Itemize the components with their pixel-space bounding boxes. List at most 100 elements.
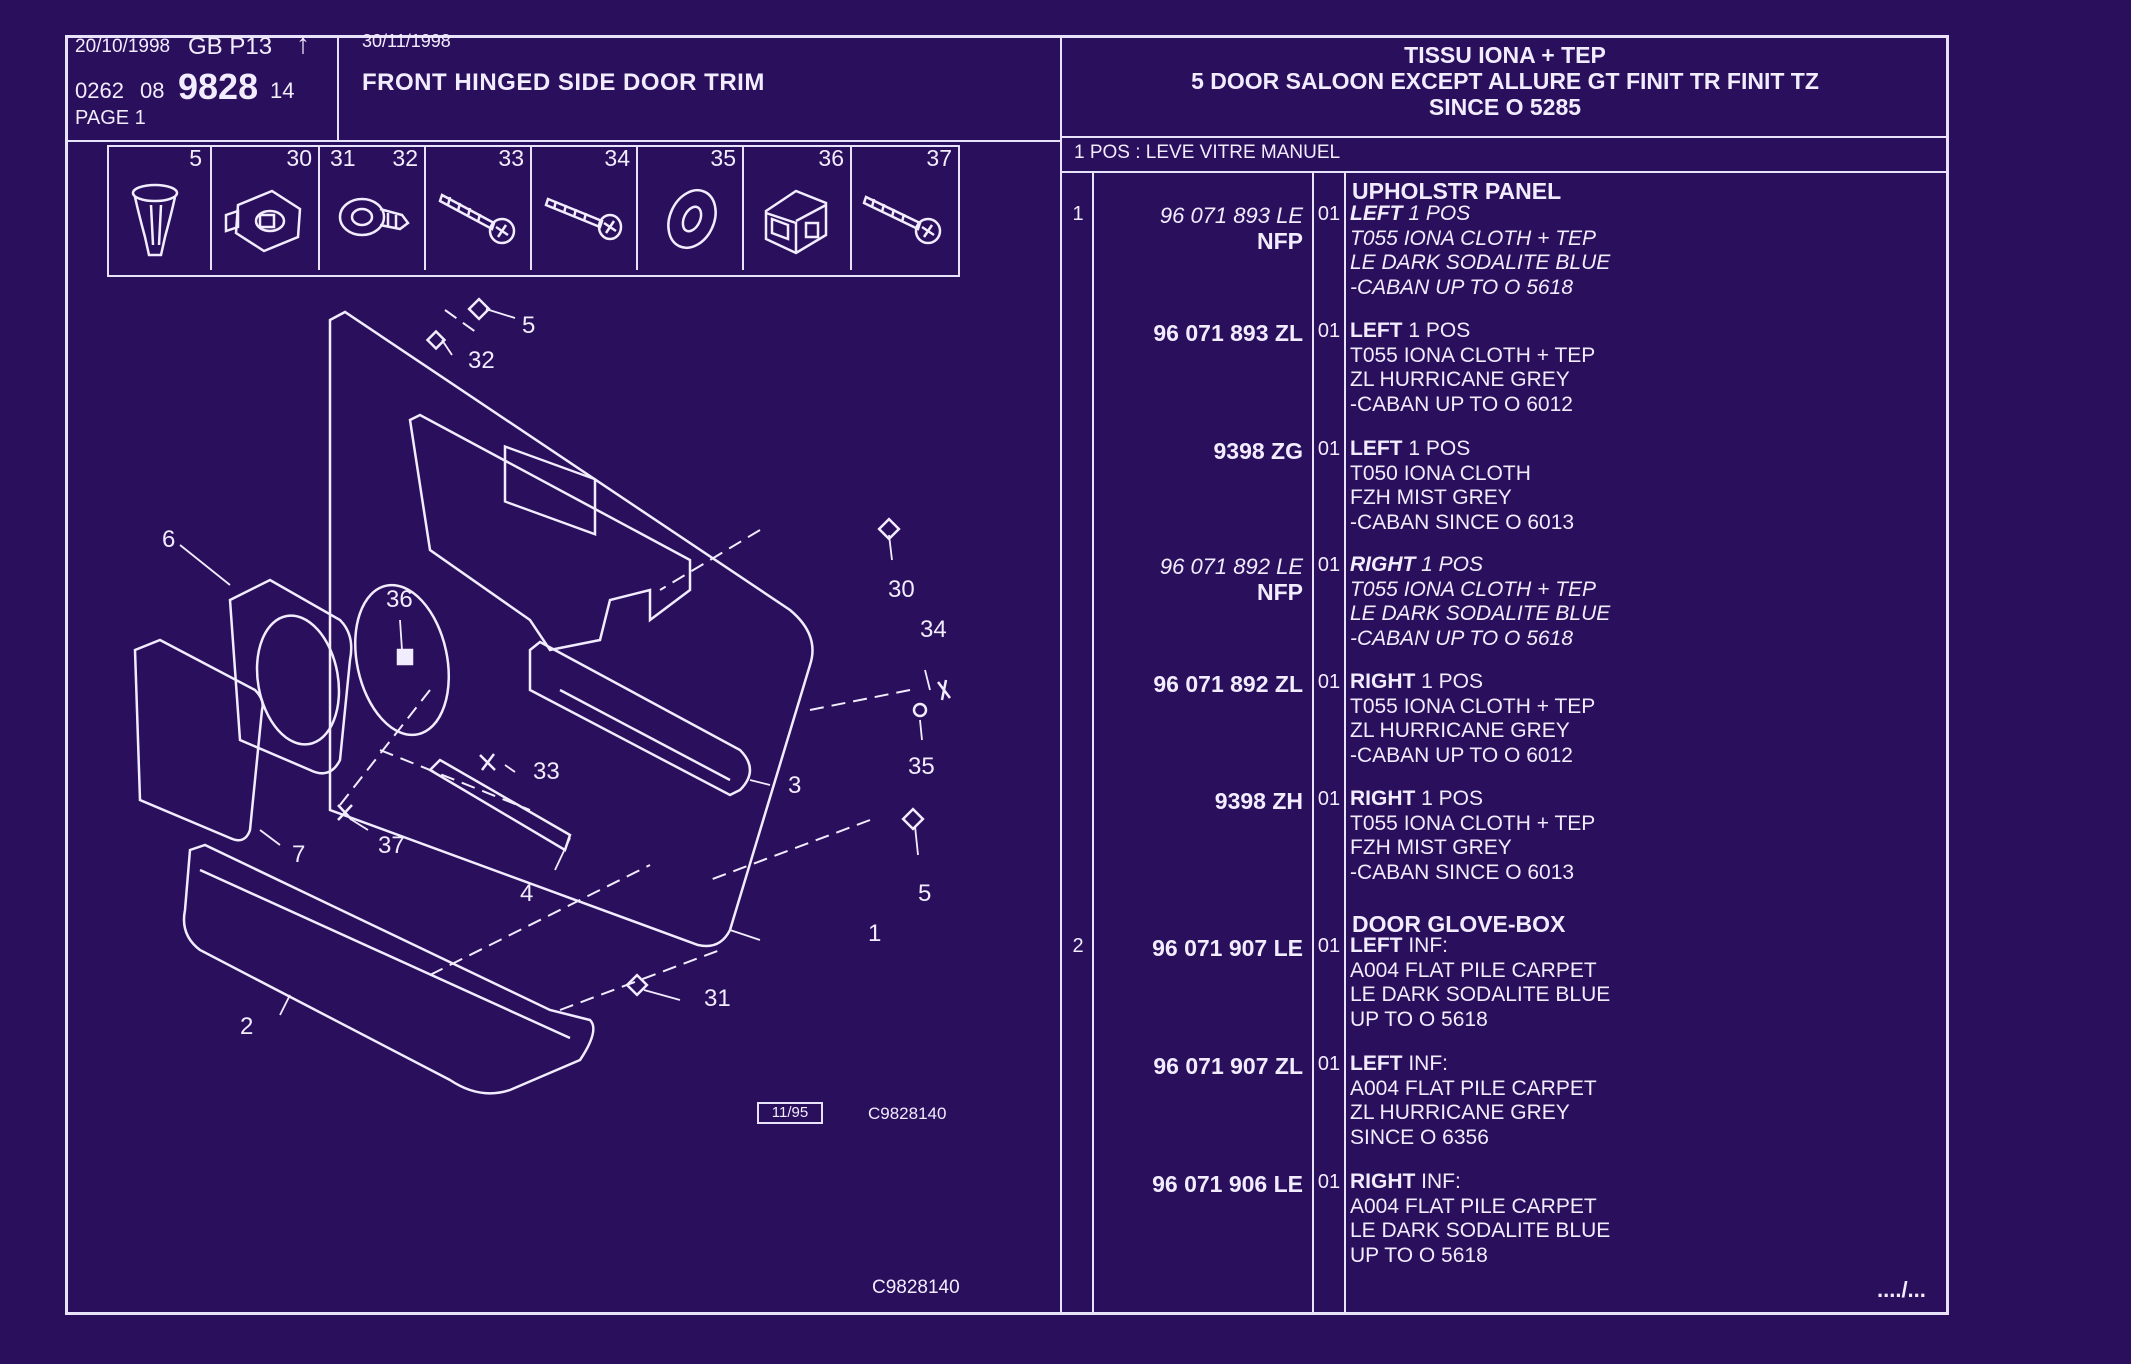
- part-quantity: 01: [1317, 1053, 1341, 1075]
- part-side-qualifier: INF:: [1415, 1170, 1461, 1193]
- header-language: GB P13: [188, 33, 273, 60]
- part-description-line: -CABAN UP TO O 6012: [1350, 392, 1573, 416]
- part-description-line: ZL HURRICANE GREY: [1350, 368, 1570, 391]
- position-note: 1 POS : LEVE VITRE MANUEL: [1074, 142, 1341, 163]
- part-reference: 9398 ZG: [1213, 438, 1304, 464]
- continued-marker: ..../...: [1877, 1277, 1926, 1302]
- icon-cell-number: 31: [330, 145, 356, 171]
- speaker-grille: [133, 638, 264, 842]
- part-quantity: 01: [1317, 554, 1341, 576]
- part-side-qualifier: 1 POS: [1415, 553, 1484, 576]
- part-nfp-flag: NFP: [1257, 579, 1303, 605]
- part-side-qualifier: INF:: [1402, 934, 1448, 957]
- part-description-line: UP TO O 5618: [1350, 1243, 1488, 1267]
- part-side: RIGHT: [1350, 787, 1416, 810]
- callout-1: 1: [868, 920, 882, 947]
- col-rule-1: [1092, 171, 1094, 1315]
- part-side-qualifier: 1 POS: [1402, 202, 1471, 225]
- part-side: LEFT: [1350, 934, 1403, 957]
- callout-37: 37: [378, 832, 405, 859]
- part-description-line: A004 FLAT PILE CARPET: [1350, 958, 1597, 982]
- handle-strip-outline: [427, 758, 572, 852]
- page-title: FRONT HINGED SIDE DOOR TRIM: [362, 69, 765, 96]
- part-reference: 96 071 893 ZL: [1153, 320, 1303, 346]
- callout-35: 35: [908, 753, 935, 780]
- callout-5-top: 5: [522, 312, 536, 339]
- callout-6: 6: [162, 526, 176, 553]
- part-description-line: FZH MIST GREY: [1350, 486, 1512, 509]
- door-glove-box: [182, 843, 595, 1095]
- header-code-b: 08: [140, 78, 165, 103]
- part-side-qualifier: 1 POS: [1402, 437, 1471, 460]
- part-description-line: -CABAN UP TO O 5618: [1350, 275, 1573, 299]
- part-side-line: RIGHT INF:: [1350, 1170, 1610, 1195]
- part-side-line: LEFT INF:: [1350, 1052, 1597, 1077]
- part-description-line: T055 IONA CLOTH + TEP: [1350, 226, 1597, 250]
- icon-cell-30[interactable]: 30: [212, 145, 320, 270]
- part-side: RIGHT: [1350, 1170, 1416, 1193]
- part-reference: 96 071 892 LE: [1159, 554, 1303, 579]
- part-side-qualifier: 1 POS: [1415, 670, 1484, 693]
- header-code-main: 9828: [178, 66, 259, 107]
- screw-icon: [438, 193, 516, 245]
- icon-cell-34[interactable]: 34: [532, 145, 638, 270]
- part-description-line: T055 IONA CLOTH + TEP: [1350, 694, 1596, 718]
- part-description-line: T050 IONA CLOTH: [1350, 461, 1531, 485]
- callout-33: 33: [533, 758, 560, 785]
- part-side-qualifier: 1 POS: [1402, 319, 1471, 342]
- part-quantity: 01: [1317, 203, 1341, 225]
- part-side: LEFT: [1350, 319, 1403, 342]
- header-date-secondary: 30/11/1998: [362, 31, 451, 51]
- part-reference: 96 071 892 ZL: [1153, 671, 1303, 697]
- right-title-line-1: TISSU IONA + TEP: [1404, 42, 1606, 68]
- icon-cell-number: 35: [710, 145, 736, 171]
- col-rule-3: [1344, 171, 1346, 1315]
- up-arrow-icon: ↑: [296, 28, 310, 59]
- part-description-line: A004 FLAT PILE CARPET: [1350, 1194, 1597, 1218]
- divider-header-left: [337, 35, 339, 140]
- icon-strip-frame: [107, 145, 960, 277]
- revision-stamp: 11/95: [757, 1102, 823, 1124]
- icon-cell-number: 30: [286, 145, 312, 171]
- part-side-line: LEFT INF:: [1350, 934, 1610, 959]
- part-description-line: -CABAN SINCE O 6013: [1350, 860, 1575, 884]
- note-rule: [1060, 171, 1949, 173]
- part-description-line: SINCE O 6356: [1350, 1125, 1489, 1149]
- icon-cell-35[interactable]: 35: [638, 145, 744, 270]
- part-quantity: 01: [1317, 1171, 1341, 1193]
- callout-32: 32: [468, 347, 495, 374]
- section-position-2: 2: [1072, 935, 1084, 957]
- icon-cell-number: 5: [189, 145, 202, 171]
- part-side-line: RIGHT 1 POS: [1350, 670, 1595, 695]
- part-side: RIGHT: [1350, 553, 1416, 576]
- part-side-line: LEFT 1 POS: [1350, 437, 1574, 462]
- icon-cell-33[interactable]: 33: [426, 145, 532, 270]
- part-description-line: -CABAN UP TO O 6012: [1350, 743, 1573, 767]
- part-nfp-flag: NFP: [1257, 228, 1303, 254]
- part-description-line: T055 IONA CLOTH + TEP: [1350, 811, 1596, 835]
- section-title-upholstr-panel: UPHOLSTR PANEL: [1352, 178, 1562, 204]
- icon-cell-37[interactable]: 37: [852, 145, 960, 270]
- part-side: RIGHT: [1350, 670, 1416, 693]
- header-section: P13: [229, 33, 273, 60]
- header-code-a: 0262: [75, 78, 124, 103]
- part-side-qualifier: 1 POS: [1415, 787, 1484, 810]
- icon-cell-5[interactable]: 5: [107, 145, 212, 270]
- icon-cell-36[interactable]: 36: [744, 145, 852, 270]
- icon-cell-31-32[interactable]: 31 32: [320, 145, 426, 270]
- part-description-line: LE DARK SODALITE BLUE: [1350, 602, 1611, 625]
- part-side-line: RIGHT 1 POS: [1350, 787, 1595, 812]
- part-description-line: -CABAN SINCE O 6013: [1350, 510, 1575, 534]
- part-reference: 96 071 893 LE: [1159, 203, 1303, 228]
- callout-34: 34: [920, 616, 947, 643]
- col-rule-2: [1312, 171, 1314, 1315]
- part-quantity: 01: [1317, 788, 1341, 810]
- clip-nut-icon: [224, 189, 302, 253]
- part-quantity: 01: [1317, 935, 1341, 957]
